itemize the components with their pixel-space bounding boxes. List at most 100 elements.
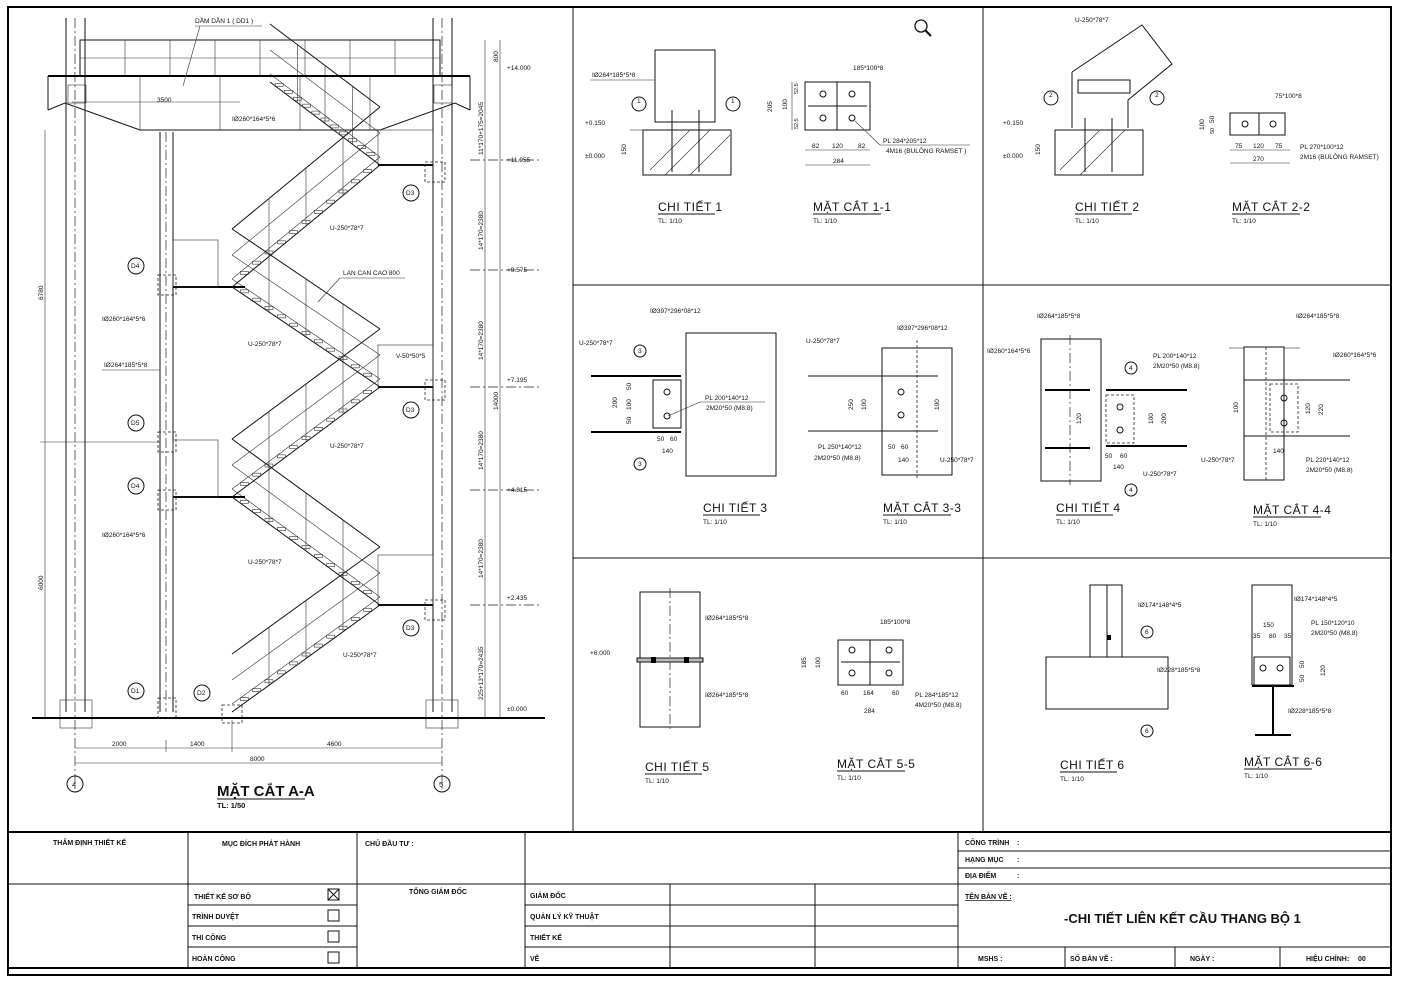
callout-d1: D1	[127, 682, 145, 700]
member-label: IØ264*185*5*8	[705, 615, 749, 622]
stair-tread	[252, 472, 261, 477]
level-label: ±0.000	[1003, 153, 1023, 160]
detail-scale: TL: 1/10	[703, 519, 727, 526]
member-label: IØ264*185*5*8	[104, 362, 148, 369]
member-label: IØ228*185*5*8	[1288, 708, 1332, 715]
detail-5-panel: +6.000 IØ264*185*5*8 IØ264*185*5*8 185*1…	[590, 588, 962, 785]
dim-text: 100	[1199, 119, 1206, 130]
cong-trinh-label: CÔNG TRÌNH	[965, 838, 1009, 847]
stair-tread	[338, 572, 348, 576]
colon: :	[1017, 857, 1019, 864]
level-label: +0.150	[1003, 120, 1023, 127]
section-scale: TL: 1/10	[813, 218, 837, 225]
top-railing	[79, 39, 441, 77]
stair-tread	[314, 339, 323, 344]
member-label: IØ260*164*5*6	[102, 532, 146, 539]
plate-label: PL 284*185*12	[915, 692, 959, 699]
stair-tread	[277, 314, 286, 319]
stair-tread	[284, 90, 293, 94]
so-ban-ve-label: SỐ BẢN VẼ :	[1070, 953, 1113, 963]
stair-tread	[240, 289, 249, 294]
member-label: IØ260*164*5*6	[232, 116, 276, 123]
stair-tread	[289, 661, 298, 666]
detail-scale: TL: 1/10	[645, 778, 669, 785]
dim-text: 60	[670, 436, 678, 443]
member-label: IØ260*164*5*6	[102, 316, 146, 323]
stair-tread	[240, 697, 249, 701]
stair-tread	[277, 670, 286, 675]
stair-tread	[264, 679, 274, 684]
callout-d5: D5	[127, 414, 145, 432]
stair-tread	[363, 390, 372, 394]
section-scale: TL: 1/10	[883, 519, 907, 526]
hang-muc-label: HẠNG MỤC	[965, 857, 1004, 864]
angle-label: V-50*50*5	[396, 353, 426, 360]
railing-label: LAN CAN CAO 800	[343, 270, 400, 277]
dim-text: 120	[1320, 665, 1327, 676]
issue-option-hoan-cong[interactable]: HOÀN CÔNG	[192, 951, 340, 964]
dim-text: 50	[626, 382, 633, 390]
dim-text: 50	[1299, 674, 1306, 682]
stair-tread	[339, 131, 348, 136]
checkbox[interactable]	[327, 930, 340, 943]
issue-option-thiet-ke-so-bo[interactable]: THIẾT KẾ SƠ BỘ	[194, 888, 340, 901]
section-title: MẶT CẮT 3-3	[883, 500, 961, 515]
dim-text: 140	[1273, 448, 1284, 455]
member-label: IØ174*148*4*5	[1138, 602, 1182, 609]
dim-text: 100	[861, 399, 868, 410]
weld-label: 185*100*8	[853, 65, 884, 72]
dim-text: 100	[1148, 413, 1155, 424]
detail-callouts: D1 D2 D3 D3 D3 D4 D4 D5	[127, 161, 446, 724]
member-label: IØ174*148*4*5	[1294, 596, 1338, 603]
stringer-label: U-250*78*7	[330, 225, 364, 232]
dim-text: 284	[833, 158, 844, 165]
marker-label: 6	[1145, 728, 1149, 735]
member-label: IØ264*185*5*8	[592, 72, 636, 79]
section-title: MẶT CẮT 5-5	[837, 756, 915, 771]
plate-label: PL 284*205*12	[883, 138, 927, 145]
member-label: IØ397*296*08*12	[650, 308, 701, 315]
detail-scale: TL: 1/10	[658, 218, 682, 225]
axis-label: 4	[72, 780, 76, 789]
dim-text: 2000	[112, 741, 127, 748]
dim-text: 50	[1105, 453, 1113, 460]
marker-label: 2	[1049, 92, 1053, 99]
member-label: U-250*78*7	[940, 457, 974, 464]
detail-title: CHI TIẾT 4	[1056, 500, 1121, 515]
checkbox[interactable]	[327, 909, 340, 922]
section-marker-1: 1	[631, 96, 647, 112]
callout-label: D3	[406, 190, 415, 197]
weld-label: 75*100*8	[1275, 93, 1302, 100]
detail-scale: TL: 1/10	[1075, 218, 1099, 225]
detail-3-panel: U-250*78*7 IØ397*296*08*12 PL 200*140*12…	[579, 308, 974, 526]
stair-tread	[363, 169, 372, 173]
checkbox-checked[interactable]	[327, 888, 340, 901]
option-label: THI CÔNG	[192, 933, 227, 942]
stair-tread	[252, 688, 261, 692]
section-title: MẶT CẮT 6-6	[1244, 754, 1322, 769]
ten-ban-ve-label: TÊN BẢN VẼ :	[965, 892, 1012, 901]
level-label: +6.000	[590, 650, 610, 657]
member-label: IØ397*296*08*12	[897, 325, 948, 332]
marker-label: 3	[638, 461, 642, 468]
dim-text: 100	[934, 399, 941, 410]
stair-tread	[314, 427, 323, 431]
dim-text: 205	[767, 101, 774, 112]
stringer-label: U-250*78*7	[248, 341, 282, 348]
dim-text: 50	[888, 444, 896, 451]
checkbox[interactable]	[327, 951, 340, 964]
issue-option-thi-cong[interactable]: THI CÔNG	[192, 930, 340, 943]
magnifier-icon[interactable]	[914, 19, 932, 37]
stair-tread	[366, 152, 376, 156]
dim-text: 150	[621, 144, 628, 155]
issue-option-trinh-duyet[interactable]: TRÌNH DUYỆT	[192, 909, 340, 922]
stair-tread	[348, 138, 357, 143]
chu-dau-tu-label: CHỦ ĐẦU TƯ :	[365, 838, 414, 848]
detail-1-panel: IØ264*185*5*8 +0.150 ±0.000 150 1 1 185*…	[585, 49, 970, 225]
level-label: +4.815	[507, 487, 527, 494]
section-marker-3: 3	[633, 457, 647, 471]
dim-text: 140	[1113, 464, 1124, 471]
dim-text: 50	[1299, 660, 1306, 668]
stair-flights	[231, 23, 381, 713]
left-dimensions: 6780 6000	[38, 130, 160, 718]
